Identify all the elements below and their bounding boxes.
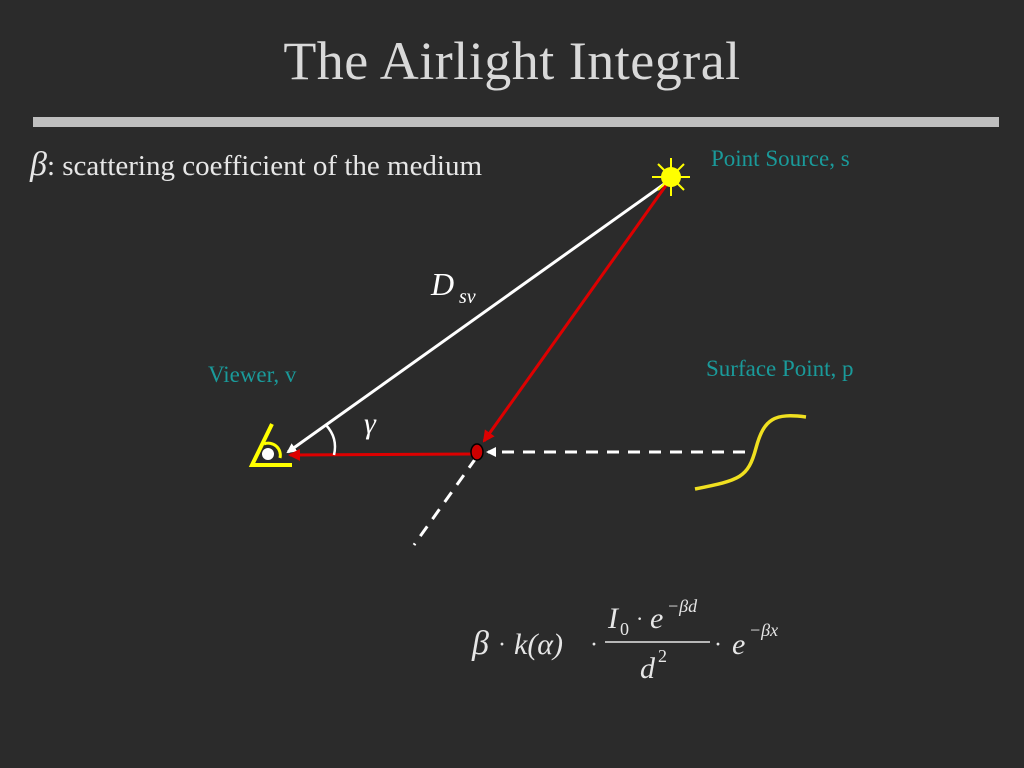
formula-d: d bbox=[640, 652, 656, 685]
scatter-to-viewer-ray bbox=[288, 448, 475, 461]
formula-exponent-2: −βx bbox=[749, 620, 778, 640]
viewer-label: Viewer, v bbox=[208, 362, 297, 387]
formula-dot-4: · bbox=[714, 632, 722, 658]
formula-i: I bbox=[607, 602, 620, 635]
gamma-label: γ bbox=[364, 407, 377, 440]
extension-dashed bbox=[412, 457, 478, 546]
gamma-angle-arc bbox=[325, 424, 337, 456]
formula-beta: β bbox=[471, 625, 489, 662]
beta-definition: β: scattering coefficient of the medium bbox=[30, 146, 482, 184]
slide-title: The Airlight Integral bbox=[283, 31, 741, 91]
distance-subscript: sv bbox=[459, 286, 476, 308]
point-source-label: Point Source, s bbox=[711, 146, 850, 171]
formula-e-2: e bbox=[732, 628, 745, 661]
formula-dot-2: · bbox=[590, 632, 598, 658]
source-viewer-line bbox=[286, 180, 668, 454]
formula-dot-1: · bbox=[498, 632, 506, 658]
surface-point-label: Surface Point, p bbox=[706, 356, 854, 381]
sun-icon bbox=[652, 158, 690, 196]
formula-d-exponent: 2 bbox=[658, 646, 667, 666]
distance-label: D bbox=[430, 266, 454, 302]
scatter-point-marker bbox=[470, 443, 484, 461]
beta-definition-text: : scattering coefficient of the medium bbox=[46, 150, 483, 182]
formula-k-alpha: k(α) bbox=[514, 628, 563, 661]
beta-symbol: β bbox=[30, 146, 47, 183]
viewer-eye-icon bbox=[248, 423, 292, 467]
formula-dot-3: · bbox=[636, 606, 643, 631]
formula-exponent-1: −βd bbox=[667, 598, 698, 616]
formula-i-subscript: 0 bbox=[620, 619, 629, 639]
airlight-formula: β · k(α) · I 0 · e −βd d 2 · e −βx bbox=[471, 598, 778, 685]
title-divider bbox=[33, 117, 999, 127]
formula-e-1: e bbox=[650, 602, 663, 635]
surface-curve bbox=[694, 414, 807, 491]
source-to-scatter-ray bbox=[482, 183, 669, 443]
